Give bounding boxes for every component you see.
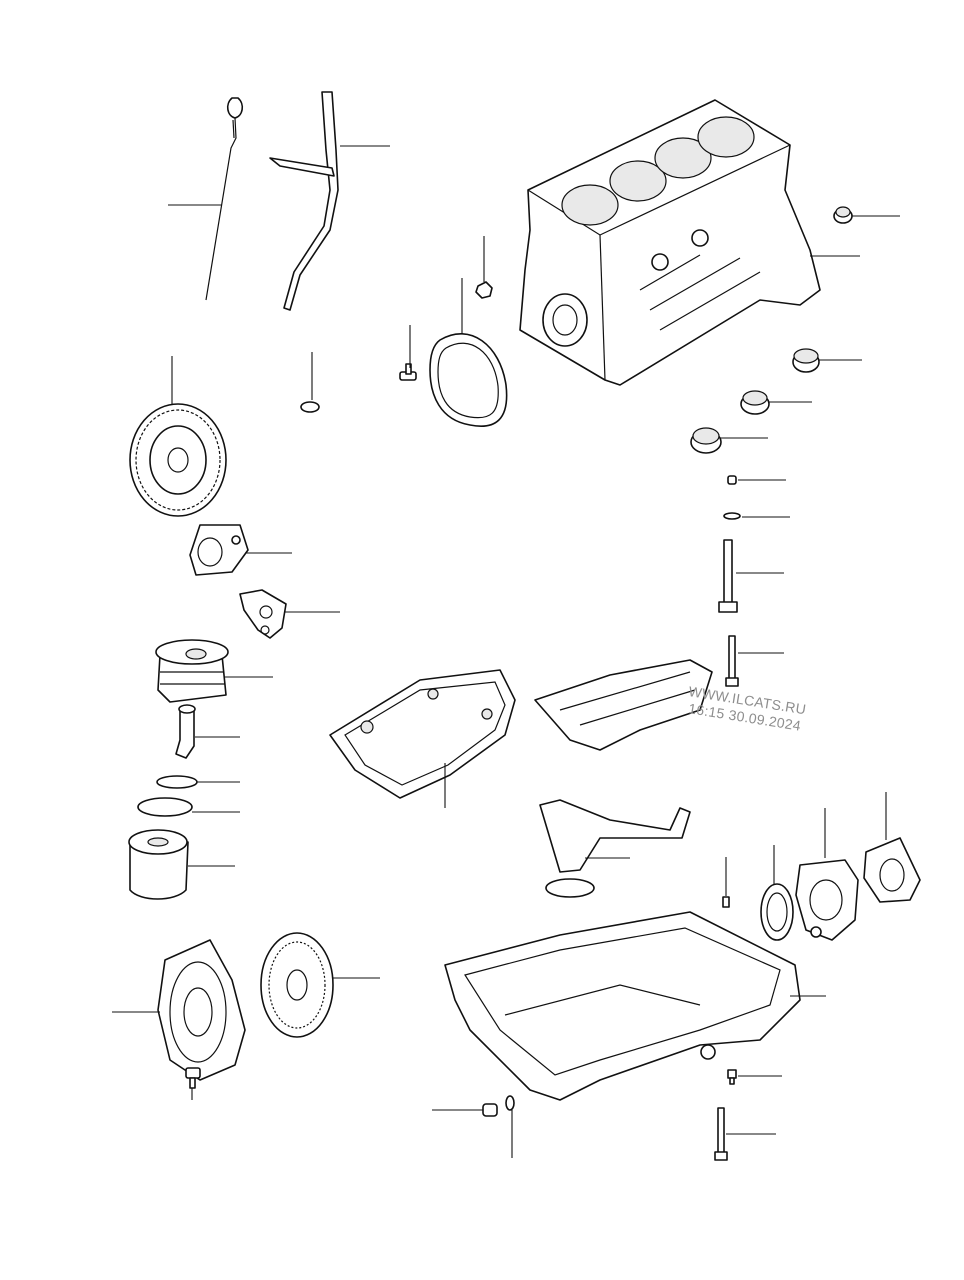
oil-baffle[interactable] bbox=[534, 659, 713, 751]
clutch-disc[interactable] bbox=[260, 932, 334, 1038]
seal-housing[interactable] bbox=[795, 859, 859, 941]
cylinder-block[interactable] bbox=[519, 99, 821, 386]
flange-bolt[interactable] bbox=[399, 363, 417, 381]
crank-seal[interactable] bbox=[760, 883, 794, 941]
dowel-pin[interactable] bbox=[727, 475, 737, 485]
filter-o-ring[interactable] bbox=[137, 797, 193, 817]
oil-strainer[interactable] bbox=[539, 799, 691, 898]
cylinder-head-bolt[interactable] bbox=[718, 539, 738, 613]
oil-cooler[interactable] bbox=[155, 639, 229, 703]
drain-plug[interactable] bbox=[482, 1103, 498, 1117]
dipstick[interactable] bbox=[205, 97, 244, 301]
snap-ring[interactable] bbox=[723, 512, 741, 520]
dipstick-tube[interactable] bbox=[269, 91, 339, 311]
housing-gasket[interactable] bbox=[863, 837, 921, 903]
oil-pan[interactable] bbox=[444, 911, 801, 1101]
oil-filter[interactable] bbox=[128, 829, 189, 900]
rear-cover-gasket[interactable] bbox=[429, 333, 508, 427]
clutch-bolt[interactable] bbox=[185, 1067, 201, 1089]
filter-washer[interactable] bbox=[156, 775, 198, 789]
small-screw[interactable] bbox=[722, 896, 730, 908]
core-plug-3[interactable] bbox=[690, 427, 722, 454]
tube-o-ring[interactable] bbox=[300, 401, 320, 413]
clutch-pressure-plate[interactable] bbox=[157, 939, 246, 1081]
drain-washer[interactable] bbox=[505, 1095, 515, 1111]
upper-oil-pan[interactable] bbox=[329, 669, 516, 799]
core-plug-2[interactable] bbox=[740, 390, 770, 415]
oil-filter-stud[interactable] bbox=[175, 704, 196, 759]
nut[interactable] bbox=[475, 281, 493, 299]
pan-bolt-short[interactable] bbox=[727, 1069, 737, 1085]
adapter-gasket[interactable] bbox=[239, 589, 287, 639]
pan-bolt-long[interactable] bbox=[714, 1107, 728, 1161]
flywheel[interactable] bbox=[129, 403, 227, 517]
core-plug-1[interactable] bbox=[792, 348, 820, 373]
main-bearing-bolt[interactable] bbox=[725, 635, 739, 687]
plug-top[interactable] bbox=[833, 206, 853, 224]
oil-pump-housing[interactable] bbox=[189, 524, 249, 576]
